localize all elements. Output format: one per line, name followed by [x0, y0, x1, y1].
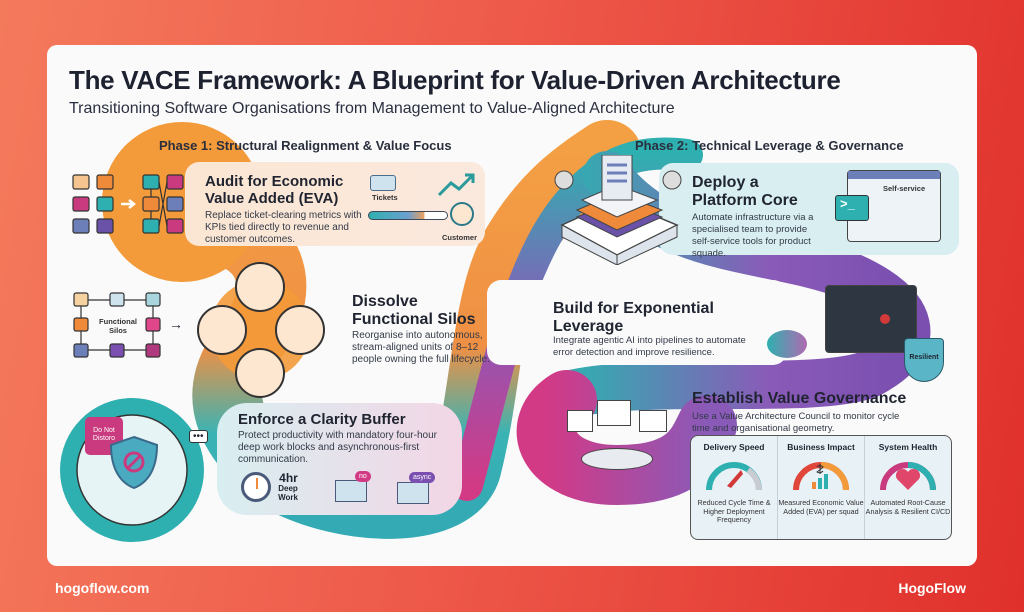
arrow-right-icon: →: [169, 316, 183, 332]
reorg-grid-icon: [72, 174, 184, 234]
metric-system-health: System Health Automated Root-Cause Analy…: [865, 436, 951, 539]
metric-title: Delivery Speed: [703, 442, 765, 452]
metric-delivery-speed: Delivery Speed Reduced Cycle Time & High…: [691, 436, 778, 539]
async-badge: async: [409, 472, 436, 483]
infographic-card: The VACE Framework: A Blueprint for Valu…: [47, 45, 977, 566]
platform-server-icon: [554, 155, 682, 265]
clock-icon: [241, 472, 271, 502]
platform-desc: Automate infrastructure via a specialise…: [692, 212, 814, 259]
governance-desc: Use a Value Architecture Council to moni…: [692, 411, 900, 434]
shield-block-icon: [109, 435, 159, 490]
dissolve-title: Dissolve Functional Silos: [352, 293, 476, 328]
clarity-desc: Protect productivity with mandatory four…: [238, 430, 437, 465]
async-message-icon: [397, 482, 429, 504]
resilient-shield: Resilient: [904, 338, 944, 382]
metric-desc: Measured Economic Value Added (EVA) per …: [778, 498, 864, 516]
heart-pulse-icon: [880, 462, 936, 491]
growth-chart-icon: [437, 173, 475, 197]
leverage-desc: Integrate agentic AI into pipelines to a…: [553, 335, 746, 358]
bug-icon: [880, 314, 890, 324]
rocket-icon: [706, 462, 762, 491]
functional-silos-icon: [73, 292, 161, 358]
tickets-label: Tickets: [372, 193, 398, 202]
value-progress-bar: [368, 211, 448, 220]
ai-brain-icon: [767, 330, 807, 358]
team-cluster-icon: [197, 262, 325, 398]
phase1-heading: Phase 1: Structural Realignment & Value …: [159, 138, 452, 153]
council-meeting-icon: [567, 400, 677, 475]
revenue-chart-icon: [793, 462, 849, 491]
self-service-label: Self-service: [883, 184, 926, 193]
customer-label: Customer: [442, 233, 478, 242]
metric-title: Business Impact: [787, 442, 855, 452]
footer-url[interactable]: hogoflow.com: [55, 580, 150, 596]
clock-value: 4hr: [279, 471, 298, 485]
metric-title: System Health: [878, 442, 938, 452]
leverage-title: Build for Exponential Leverage: [553, 300, 714, 335]
audit-desc: Replace ticket-clearing metrics with KPI…: [205, 210, 362, 245]
clock-label: Deep Work: [278, 484, 298, 502]
metrics-panel: Delivery Speed Reduced Cycle Time & High…: [690, 435, 952, 540]
tickets-icon: [370, 175, 396, 191]
customer-avatar-icon: [450, 202, 474, 226]
code-editor-window: [825, 285, 917, 353]
functional-silos-label: Functional Silos: [99, 317, 137, 335]
page-subtitle: Transitioning Software Organisations fro…: [69, 100, 675, 117]
no-badge: no: [355, 471, 371, 482]
clarity-title: Enforce a Clarity Buffer: [238, 411, 406, 428]
self-service-window: Self-service: [847, 170, 941, 242]
governance-title: Establish Value Governance: [692, 390, 907, 407]
metric-business-impact: Business Impact Measured Economic Value …: [778, 436, 865, 539]
metric-desc: Automated Root-Cause Analysis & Resilien…: [865, 498, 951, 516]
dissolve-desc: Reorganise into autonomous, stream-align…: [352, 330, 490, 365]
page-title: The VACE Framework: A Blueprint for Valu…: [69, 65, 841, 95]
terminal-icon: >_: [835, 195, 869, 221]
footer-brand: HogoFlow: [898, 580, 966, 596]
phase2-heading: Phase 2: Technical Leverage & Governance: [635, 138, 904, 153]
metric-desc: Reduced Cycle Time & Higher Deployment F…: [697, 498, 771, 524]
email-icon: [335, 480, 367, 502]
audit-title: Audit for Economic Value Added (EVA): [205, 173, 344, 207]
chat-bubble-icon: •••: [189, 430, 208, 443]
platform-title: Deploy a Platform Core: [692, 174, 798, 209]
